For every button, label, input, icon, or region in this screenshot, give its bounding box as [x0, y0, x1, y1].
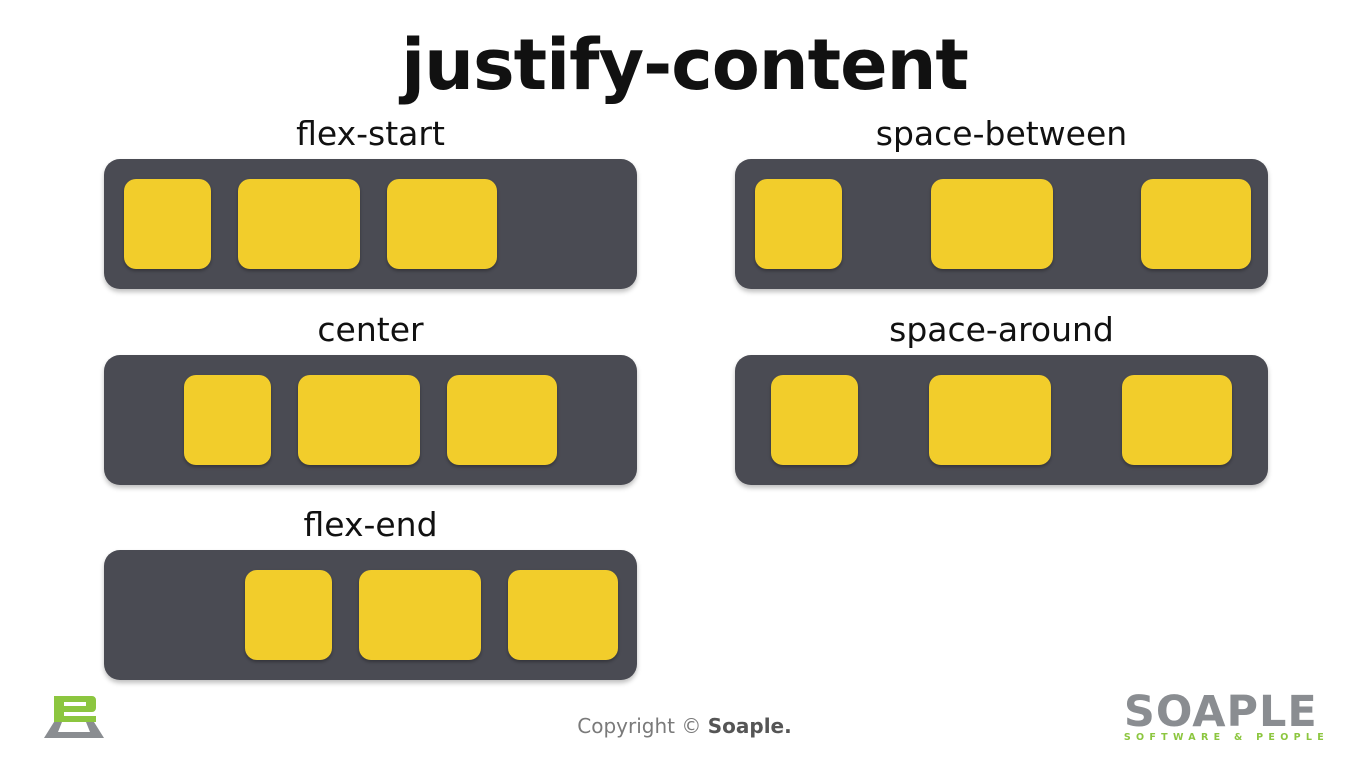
- center-label: center: [317, 310, 424, 349]
- soaple-wordmark: SOAPLE SOFTWARE & PEOPLE: [1123, 687, 1329, 744]
- copyright-text: Copyright © Soaple.: [0, 714, 1369, 738]
- wordmark-text: SOAPLE: [1123, 687, 1318, 737]
- flex-item: [124, 179, 211, 269]
- flex-item: [1141, 179, 1251, 269]
- flex-item: [298, 375, 420, 465]
- flex-start-container: [104, 159, 637, 289]
- space-around-container: [735, 355, 1268, 485]
- flex-end-container: [104, 550, 637, 680]
- flex-item: [387, 179, 497, 269]
- flex-item: [184, 375, 271, 465]
- soaple-logo-icon: [44, 696, 104, 738]
- flex-item: [238, 179, 360, 269]
- flex-item: [447, 375, 557, 465]
- flex-item: [755, 179, 842, 269]
- flex-item: [508, 570, 618, 660]
- flex-item: [245, 570, 332, 660]
- flex-item: [359, 570, 481, 660]
- flex-item: [1122, 375, 1233, 465]
- wordmark-tagline: SOFTWARE & PEOPLE: [1123, 732, 1329, 743]
- page-title: justify-content: [401, 24, 969, 106]
- flex-item: [928, 375, 1051, 465]
- flex-start-label: flex-start: [296, 114, 445, 153]
- copyright-brand: Soaple.: [707, 714, 792, 738]
- space-between-label: space-between: [875, 114, 1128, 153]
- center-container: [104, 355, 637, 485]
- flex-item: [770, 375, 858, 465]
- space-around-label: space-around: [889, 310, 1114, 349]
- flex-end-label: flex-end: [303, 505, 438, 544]
- flex-item: [930, 179, 1053, 269]
- space-between-container: [735, 159, 1268, 289]
- copyright-prefix: Copyright ©: [577, 714, 702, 738]
